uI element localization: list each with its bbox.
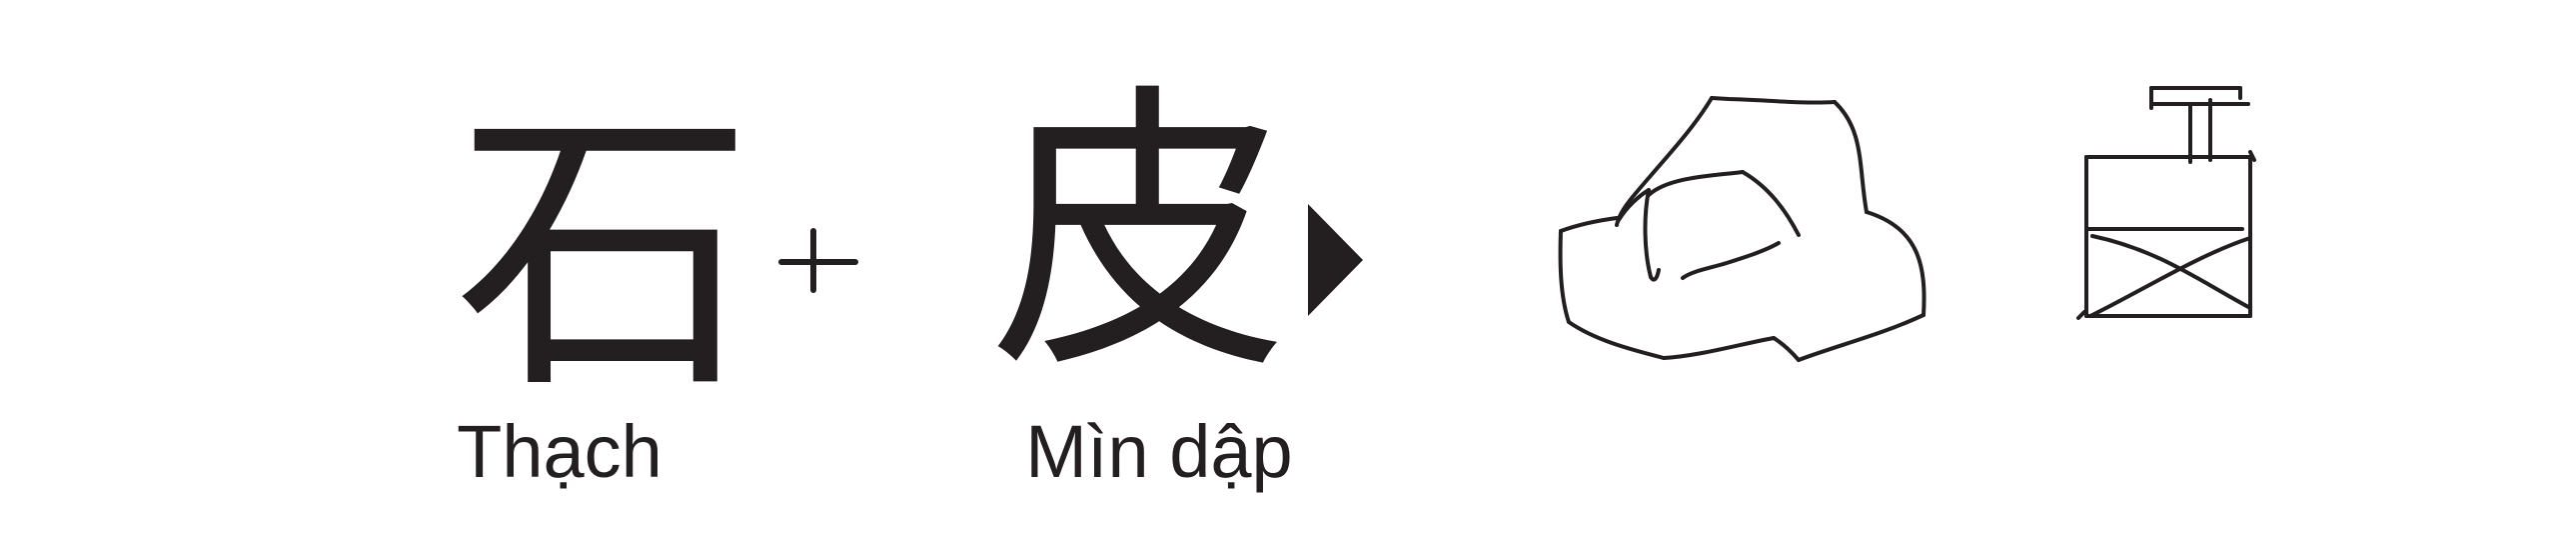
left-character-label: Thạch bbox=[457, 410, 662, 493]
right-character: 皮 bbox=[989, 60, 1289, 409]
right-character-label: Mìn dập bbox=[1025, 410, 1293, 493]
